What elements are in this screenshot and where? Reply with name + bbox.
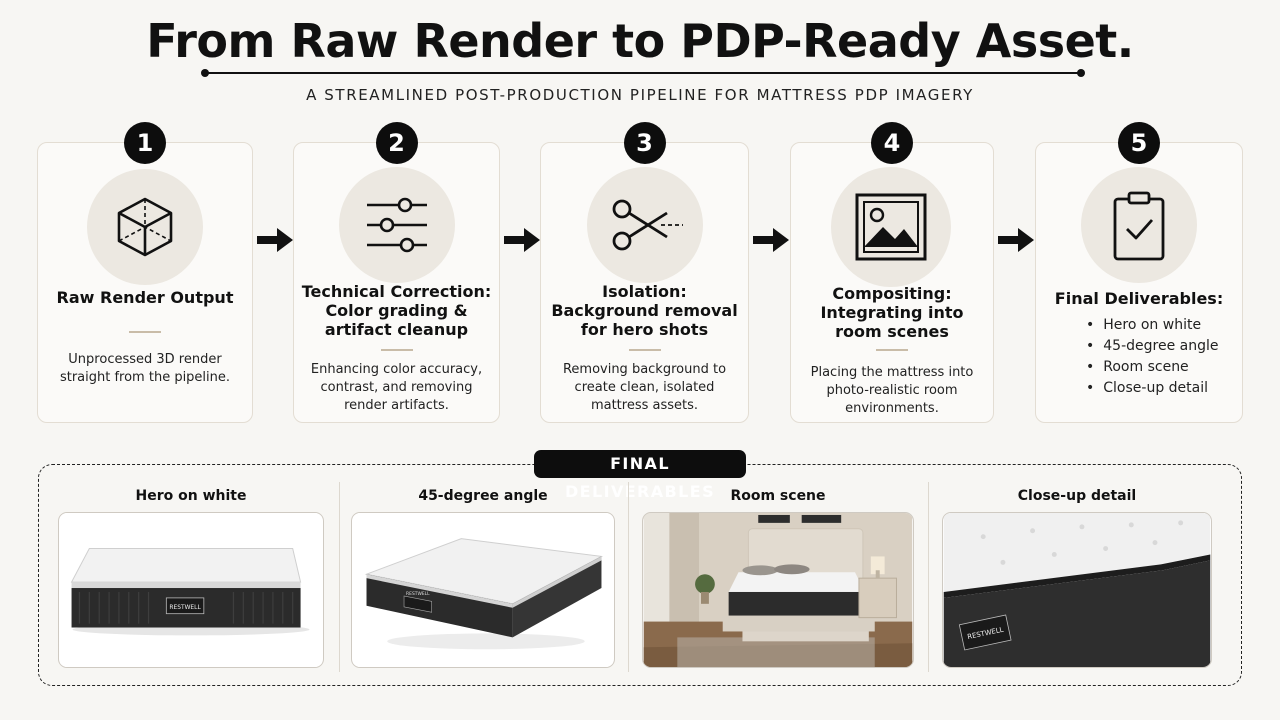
room-photo xyxy=(643,513,913,667)
step-number-badge: 3 xyxy=(623,122,666,164)
step-title: Technical Correction: Color grading & ar… xyxy=(301,282,492,339)
step-accent-line xyxy=(876,349,908,351)
sliders-icon xyxy=(366,197,427,253)
list-item: 45-degree angle xyxy=(1086,336,1218,357)
list-item: Hero on white xyxy=(1086,315,1219,336)
step-description: Placing the mattress into photo-realisti… xyxy=(810,365,974,416)
mattress-image: RESTWELL xyxy=(59,513,323,667)
step-accent-line xyxy=(380,349,413,351)
step-description: Enhancing color accuracy, contrast, and … xyxy=(310,362,483,413)
arrow-right-icon xyxy=(504,228,540,252)
step-icon-circle xyxy=(87,169,203,285)
step-card-1: 1 Raw Render Output Unprocessed 3D rende… xyxy=(37,122,253,423)
step-description: Unprocessed 3D render straight from the … xyxy=(59,352,231,385)
room-scene-image xyxy=(642,512,914,668)
deliverables-label: FINAL DELIVERABLES xyxy=(534,450,746,501)
step-card-2: 2 Technical Correction: Color grading & … xyxy=(293,122,500,423)
close-up-detail-image: RESTWELL xyxy=(942,512,1212,668)
arrow-right-icon xyxy=(753,228,789,252)
step-title: Final Deliverables: xyxy=(1054,289,1224,308)
scissors-icon xyxy=(612,199,683,251)
list-item: Room scene xyxy=(1086,357,1219,378)
step-icon-circle xyxy=(586,167,703,283)
clipboard-check-icon xyxy=(1113,191,1165,261)
page-subtitle: A STREAMLINED POST-PRODUCTION PIPELINE F… xyxy=(306,86,974,104)
mattress-closeup: RESTWELL xyxy=(943,513,1211,667)
divider-dot-right xyxy=(1077,69,1085,77)
title-divider xyxy=(201,69,1085,77)
divider-dot-left xyxy=(201,69,209,77)
panel-divider xyxy=(928,482,929,672)
deliverables-list: Hero on white 45-degree angle Room scene… xyxy=(1086,315,1219,399)
step-accent-line xyxy=(628,349,661,351)
page-title: From Raw Render to PDP-Ready Asset. xyxy=(146,14,1134,68)
step-icon-circle xyxy=(338,167,455,283)
step-description: Removing background to create clean, iso… xyxy=(562,362,727,413)
step-number-badge: 5 xyxy=(1118,122,1160,164)
arrow-right-icon xyxy=(998,228,1034,252)
panel-title: Hero on white xyxy=(135,488,247,504)
panel-title: Close-up detail xyxy=(1017,488,1137,504)
step-icon-circle xyxy=(831,167,951,287)
step-icon-circle xyxy=(1081,167,1197,283)
brand-label: RESTWELL xyxy=(169,605,201,611)
step-title: Isolation: Background removal for hero s… xyxy=(551,282,738,339)
panel-divider xyxy=(628,482,629,672)
step-accent-line xyxy=(129,331,161,333)
step-number-badge: 4 xyxy=(871,122,913,164)
step-card-5: 5 Final Deliverables: Hero on white 45-d… xyxy=(1035,122,1243,423)
image-icon xyxy=(855,193,927,261)
list-item: Close-up detail xyxy=(1086,378,1219,399)
step-title: Compositing: Integrating into room scene… xyxy=(820,284,964,341)
cube-icon xyxy=(117,197,173,257)
step-card-4: 4 Compositing: Integrating into room sce… xyxy=(790,122,994,423)
arrow-right-icon xyxy=(257,228,293,252)
angle-45-image: RESTWELL xyxy=(351,512,615,668)
step-card-3: 3 Isolation: Background removal for hero… xyxy=(540,122,749,423)
panel-divider xyxy=(339,482,340,672)
mattress-image: RESTWELL xyxy=(352,513,614,667)
panel-title: 45-degree angle xyxy=(418,488,548,504)
step-number-badge: 1 xyxy=(124,122,166,164)
brand-label: RESTWELL xyxy=(406,591,430,597)
step-number-badge: 2 xyxy=(375,122,418,164)
panel-title: Room scene xyxy=(730,488,826,504)
hero-on-white-image: RESTWELL xyxy=(58,512,324,668)
step-title: Raw Render Output xyxy=(56,288,234,307)
